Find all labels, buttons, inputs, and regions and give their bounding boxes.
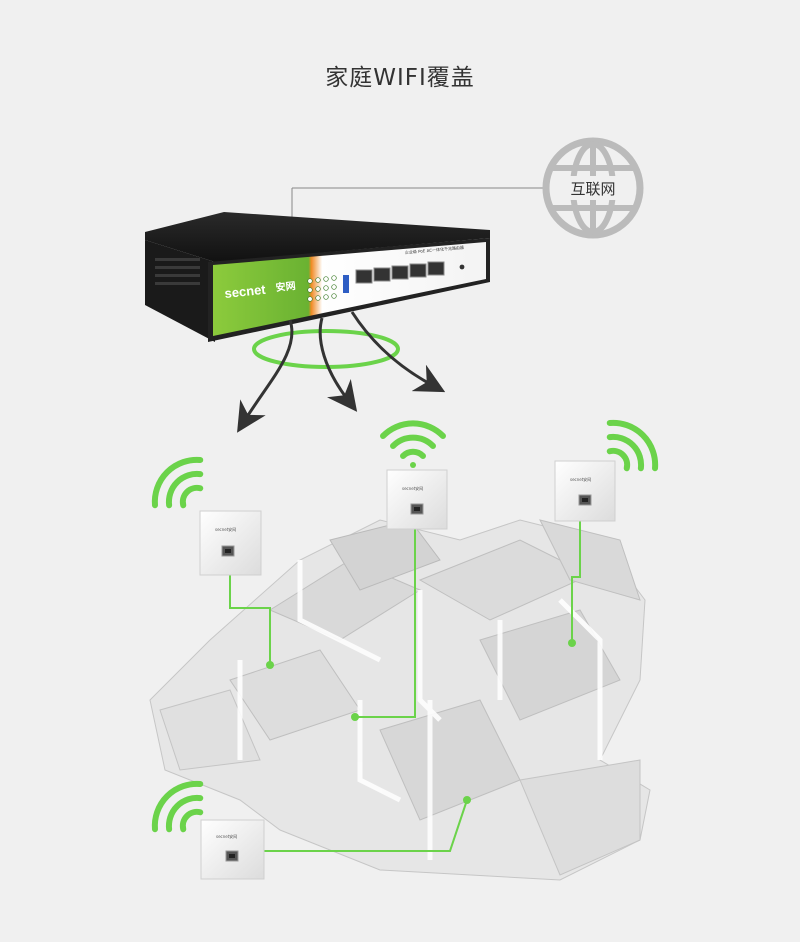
page-title: 家庭WIFI覆盖 <box>325 65 475 91</box>
router-to-internet-line <box>291 187 543 222</box>
ap-right <box>554 460 616 522</box>
router-panel-text: 企业级 PoE AC一体化千兆路由器 <box>405 244 465 255</box>
ap-connection-lines <box>229 520 581 852</box>
router-brand-cn: 安网 <box>275 279 296 294</box>
ap-left-brand: secnet安网 <box>215 526 236 532</box>
globe-icon <box>542 137 644 239</box>
ap-center <box>386 469 448 530</box>
wifi-icon <box>151 780 204 833</box>
ap-connection-points <box>266 639 576 804</box>
floor-plan <box>149 519 651 881</box>
ap-bottom-brand: secnet安网 <box>216 833 237 839</box>
internet-label: 互联网 <box>570 180 616 198</box>
signal-arrows <box>237 311 446 433</box>
usb-port <box>343 275 349 293</box>
ap-right-brand: secnet安网 <box>570 476 591 482</box>
wifi-icon <box>606 419 659 472</box>
ap-bottom <box>200 819 265 880</box>
router-brand: secnet <box>224 282 267 301</box>
signal-ring <box>252 329 400 369</box>
ap-left <box>199 510 262 576</box>
ap-center-brand: secnet安网 <box>402 485 423 491</box>
wifi-icon <box>380 420 446 468</box>
wifi-icon <box>151 456 204 509</box>
router-device <box>145 212 490 342</box>
